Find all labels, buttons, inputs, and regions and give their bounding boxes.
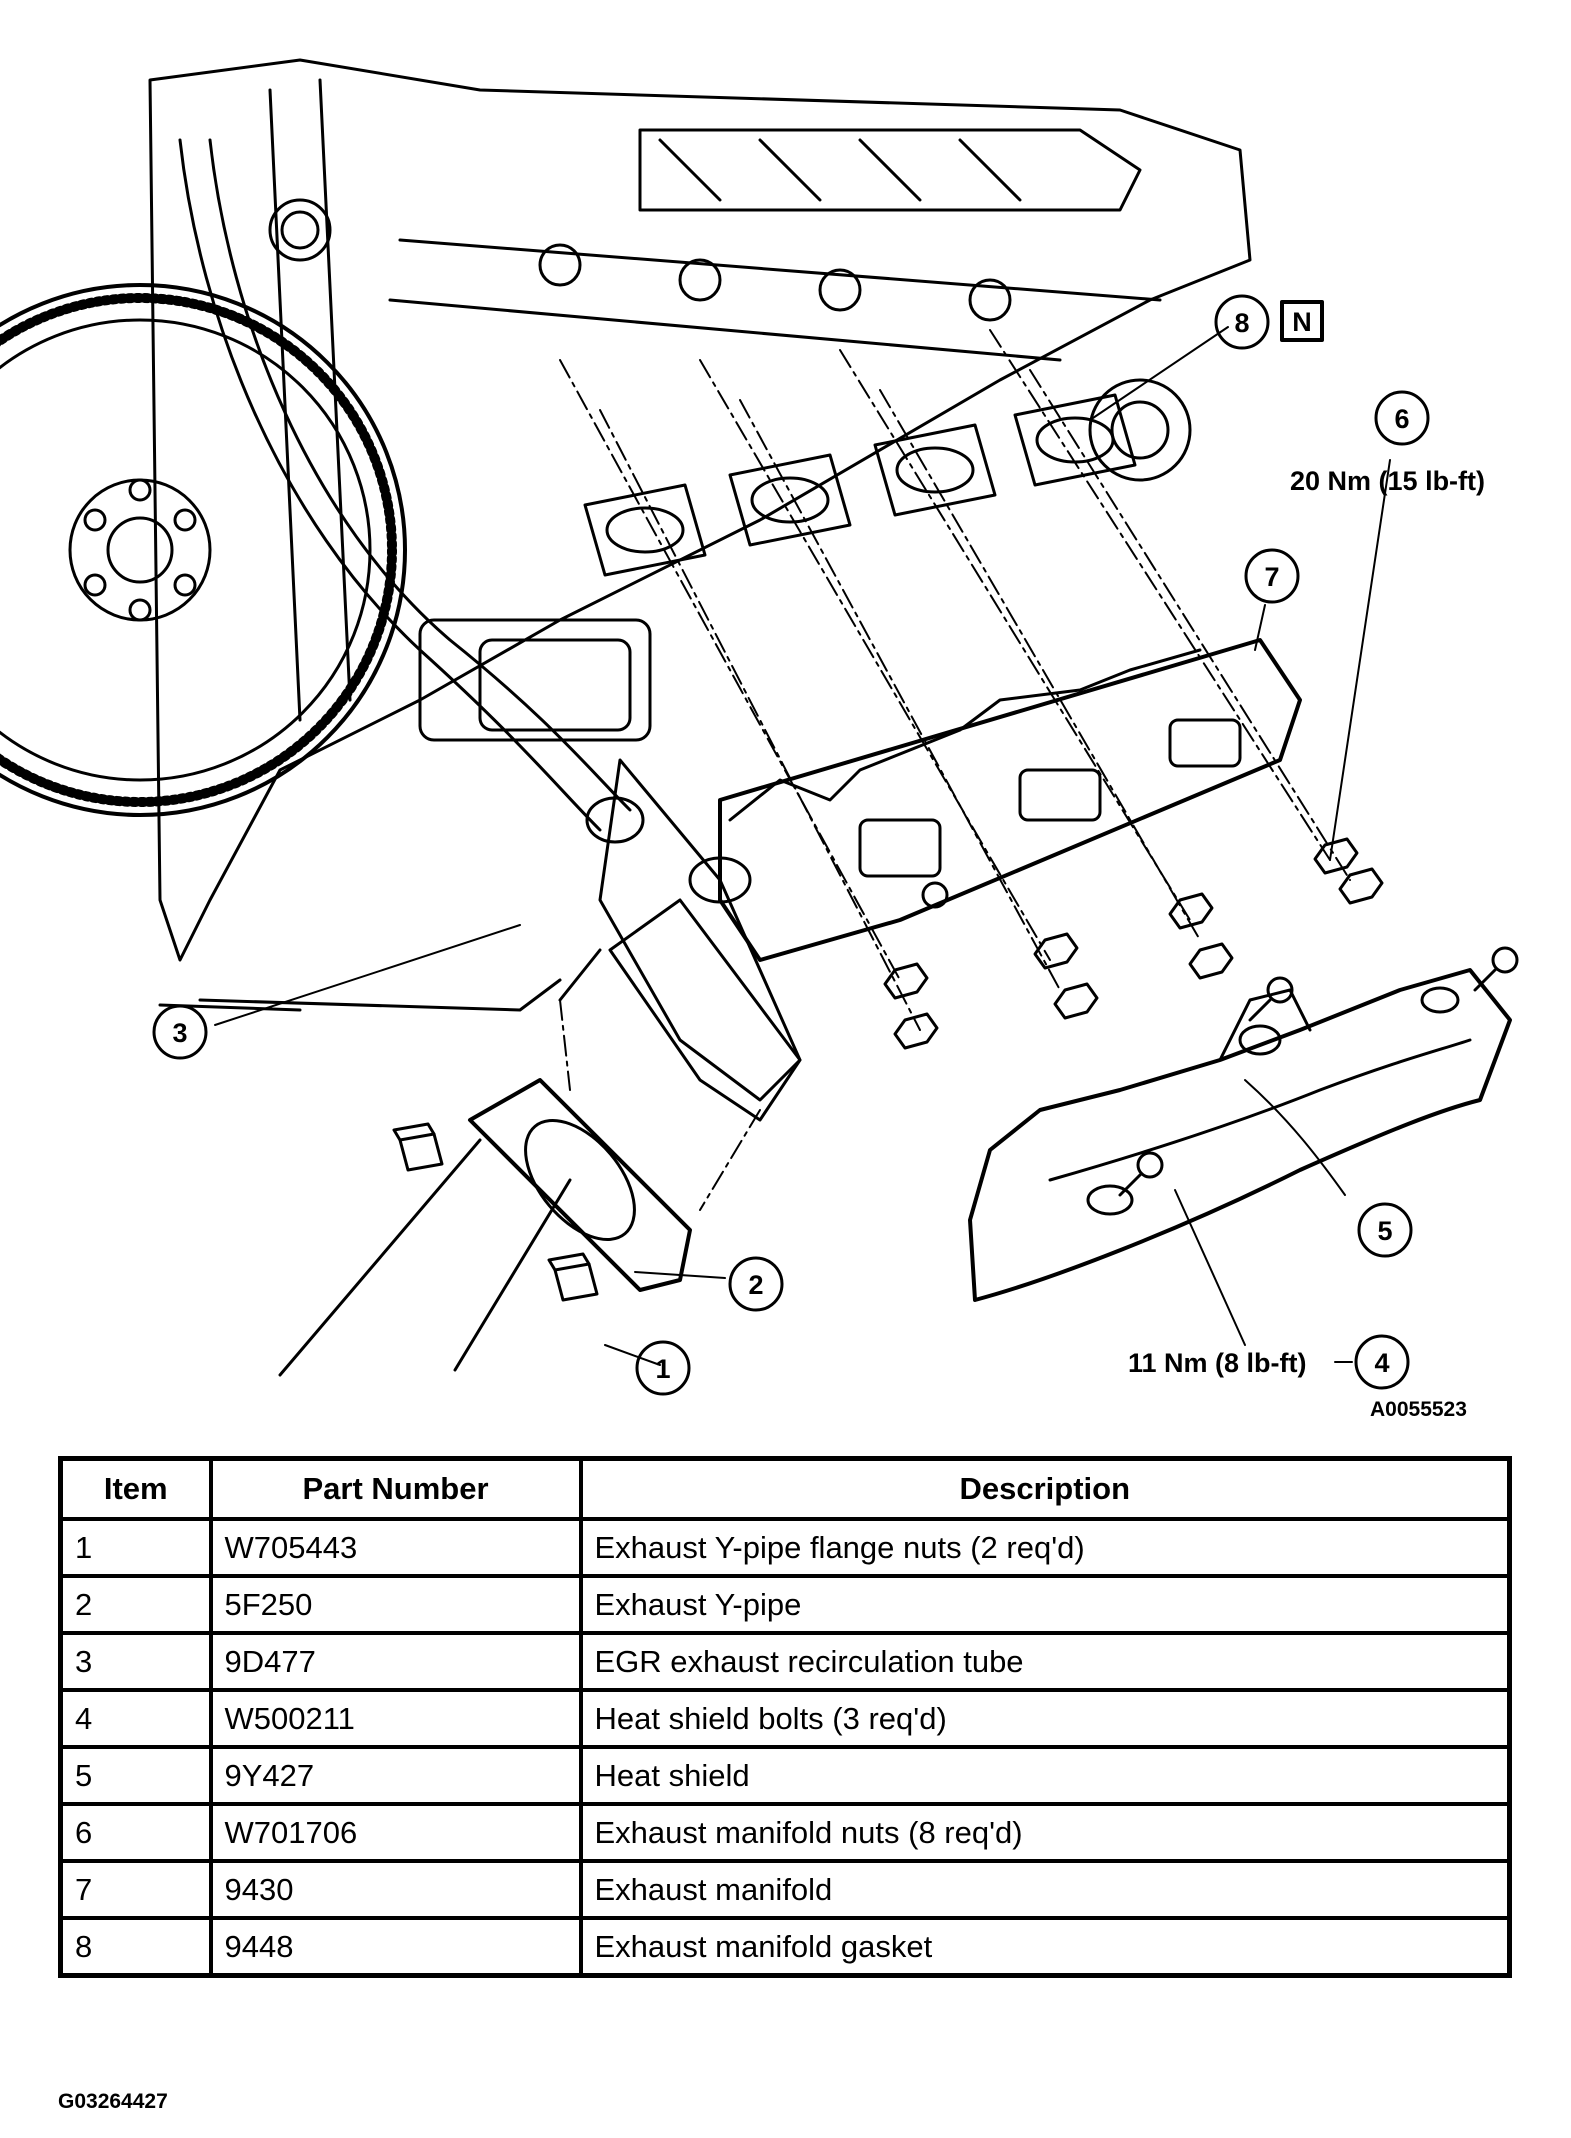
cell-item: 4 [58, 1688, 213, 1749]
cell-description: Exhaust manifold [578, 1859, 1512, 1920]
cell-item: 2 [58, 1574, 213, 1635]
svg-text:N: N [1292, 307, 1312, 337]
table-row: 5 9Y427 Heat shield [58, 1745, 1512, 1806]
cell-description: Exhaust Y-pipe [578, 1574, 1512, 1635]
cell-item: 3 [58, 1631, 213, 1692]
callout-1: 1 [635, 1340, 691, 1396]
flywheel [0, 283, 407, 817]
cell-description: Exhaust Y-pipe flange nuts (2 req'd) [578, 1517, 1512, 1578]
cell-description: EGR exhaust recirculation tube [578, 1631, 1512, 1692]
svg-text:6: 6 [1394, 404, 1409, 434]
callout-5: 5 [1357, 1202, 1413, 1258]
table-row: 6 W701706 Exhaust manifold nuts (8 req'd… [58, 1802, 1512, 1863]
table-row: 3 9D477 EGR exhaust recirculation tube [58, 1631, 1512, 1692]
table-row: 8 9448 Exhaust manifold gasket [58, 1916, 1512, 1978]
cell-part-number: W705443 [208, 1517, 583, 1578]
cell-description: Exhaust manifold gasket [578, 1916, 1512, 1978]
heat-shield [968, 968, 1512, 1302]
table-header-row: Item Part Number Description [58, 1456, 1512, 1521]
manifold-studs [559, 329, 1351, 1031]
callout-7: 7 [1244, 548, 1300, 604]
svg-text:1: 1 [655, 1354, 670, 1384]
svg-text:4: 4 [1374, 1348, 1389, 1378]
heat-shield-bolts [1118, 946, 1519, 1197]
cell-part-number: 9D477 [208, 1631, 583, 1692]
svg-text:3: 3 [172, 1018, 187, 1048]
callout-8: 8 [1214, 294, 1270, 350]
table-row: 7 9430 Exhaust manifold [58, 1859, 1512, 1920]
leader-lines [214, 326, 1391, 1366]
manifold-gaskets [583, 393, 1137, 577]
cell-part-number: W500211 [208, 1688, 583, 1749]
drawing-id: G03264427 [58, 2090, 168, 2113]
cell-part-number: W701706 [208, 1802, 583, 1863]
callout-3: 3 [152, 1004, 208, 1060]
cell-description: Heat shield [578, 1745, 1512, 1806]
new-part-badge: N [1280, 300, 1324, 342]
y-pipe-flange-nuts [392, 1122, 599, 1302]
header-item: Item [58, 1456, 213, 1521]
engine-block [148, 58, 1252, 1012]
cell-part-number: 5F250 [208, 1574, 583, 1635]
cell-part-number: 9448 [208, 1916, 583, 1978]
cell-item: 5 [58, 1745, 213, 1806]
parts-table: Item Part Number Description 1 W705443 E… [58, 1456, 1512, 1978]
cell-part-number: 9430 [208, 1859, 583, 1920]
svg-text:5: 5 [1377, 1216, 1392, 1246]
torque-label-bolts: 11 Nm (8 lb-ft) [1128, 1348, 1307, 1378]
cell-item: 8 [58, 1916, 213, 1978]
svg-text:2: 2 [748, 1270, 763, 1300]
table-row: 2 5F250 Exhaust Y-pipe [58, 1574, 1512, 1635]
exhaust-manifold [598, 638, 1302, 1102]
manifold-nuts [883, 837, 1384, 1050]
exhaust-y-pipe [278, 898, 802, 1377]
cell-description: Exhaust manifold nuts (8 req'd) [578, 1802, 1512, 1863]
torque-label-nuts: 20 Nm (15 lb-ft) [1290, 466, 1485, 496]
svg-text:8: 8 [1234, 308, 1249, 338]
figure-id: A0055523 [1370, 1398, 1467, 1421]
exhaust-manifold-exploded-diagram: 1 2 3 4 5 6 7 8 N 20 Nm (15 lb-ft) 11 Nm… [0, 58, 1519, 1396]
egr-tube [178, 138, 645, 844]
cell-description: Heat shield bolts (3 req'd) [578, 1688, 1512, 1749]
svg-text:7: 7 [1264, 562, 1279, 592]
cell-item: 1 [58, 1517, 213, 1578]
callout-4: 4 [1354, 1334, 1410, 1390]
header-part-number: Part Number [208, 1456, 583, 1521]
cell-item: 7 [58, 1859, 213, 1920]
cell-item: 6 [58, 1802, 213, 1863]
callout-2: 2 [728, 1256, 784, 1312]
header-description: Description [578, 1456, 1512, 1521]
table-row: 4 W500211 Heat shield bolts (3 req'd) [58, 1688, 1512, 1749]
callout-6: 6 [1374, 390, 1430, 446]
table-row: 1 W705443 Exhaust Y-pipe flange nuts (2 … [58, 1517, 1512, 1578]
cell-part-number: 9Y427 [208, 1745, 583, 1806]
